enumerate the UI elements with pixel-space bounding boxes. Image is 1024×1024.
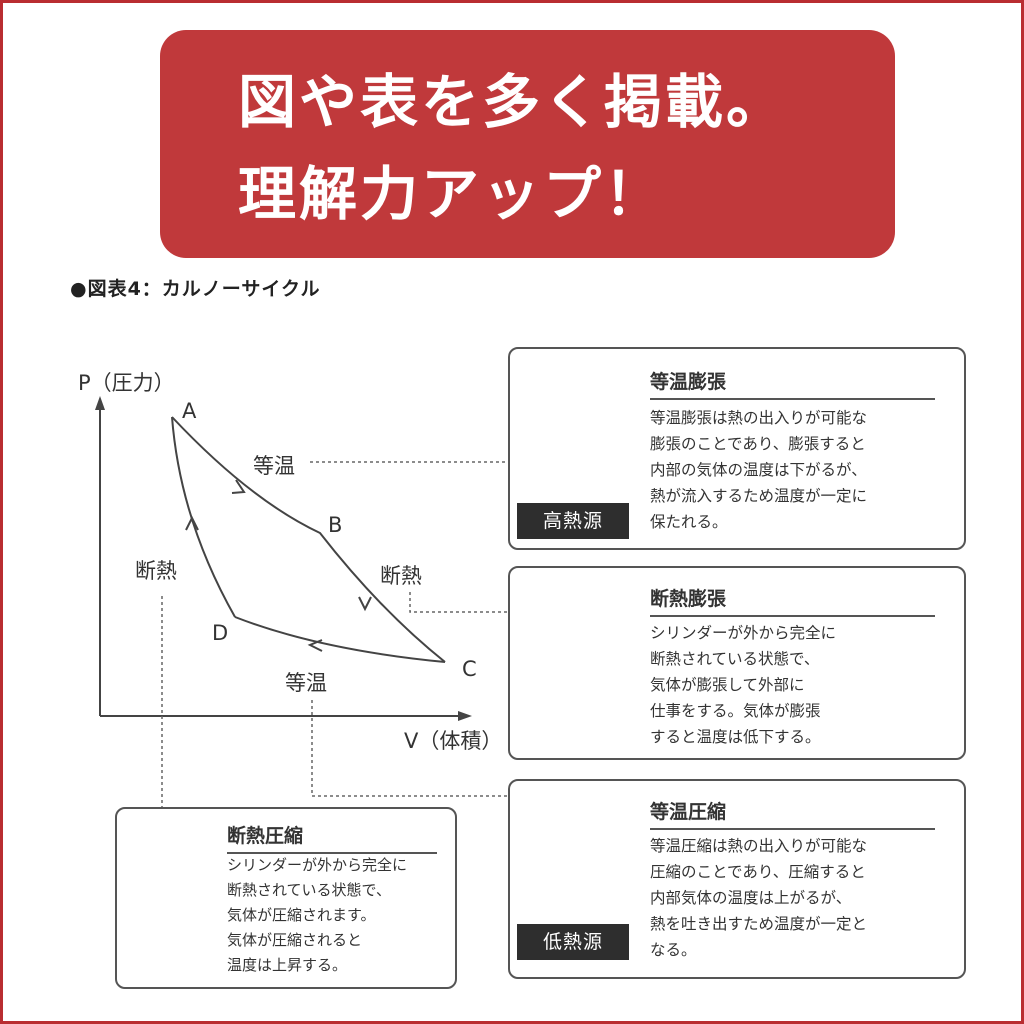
headline-line-1: 図や表を多く掲載。: [238, 68, 788, 136]
y-axis-label: P（圧力）: [78, 371, 175, 395]
headline-banner: 図や表を多く掲載。 理解力アップ！: [160, 30, 895, 258]
point-b-label: B: [328, 513, 342, 537]
edge-bc-label: 断熱: [380, 564, 422, 588]
curve-adiabatic-compression-da: [171, 416, 236, 618]
curve-isothermal-compression-cd: [234, 616, 446, 663]
description-line: シリンダーが外から完全に: [650, 624, 837, 642]
low-heat-source: 低熱源: [517, 924, 629, 960]
description-line: 気体が圧縮されると: [227, 931, 363, 949]
description-line: 熱を吐き出すため温度が一定と: [650, 915, 868, 933]
x-axis: [100, 711, 472, 721]
edge-da-label: 断熱: [135, 559, 177, 583]
point-d-label: D: [212, 621, 228, 645]
arrow-bc-icon: [358, 596, 372, 612]
arrow-ab-icon: [231, 479, 246, 494]
description-line: シリンダーが外から完全に: [227, 856, 408, 874]
box-title: 断熱圧縮: [227, 821, 437, 854]
description-line: 圧縮のことであり、圧縮すると: [650, 863, 866, 881]
description-line: 膨張のことであり、膨張すると: [650, 435, 866, 453]
description-line: 断熱されている状態で、: [227, 881, 391, 899]
box-description: 等温圧縮は熱の出入りが可能な 圧縮のことであり、圧縮すると 内部気体の温度は上が…: [650, 833, 867, 963]
description-line: 気体が圧縮されます。: [227, 906, 376, 924]
point-a-label: A: [182, 399, 197, 423]
description-line: 保たれる。: [650, 513, 728, 531]
box-adiabatic-compression: 断熱圧縮 シリンダーが外から完全に 断熱されている状態で、 気体が圧縮されます。…: [115, 807, 457, 989]
description-line: すると温度は低下する。: [650, 728, 821, 746]
edge-cd-label: 等温: [285, 671, 327, 695]
leader-bc: [409, 592, 512, 613]
box-description: シリンダーが外から完全に 断熱されている状態で、 気体が膨張して外部に 仕事をす…: [650, 620, 836, 750]
box-title: 等温膨張: [650, 367, 935, 400]
box-adiabatic-expansion: 断熱膨張 シリンダーが外から完全に 断熱されている状態で、 気体が膨張して外部に…: [508, 566, 966, 760]
description-line: 断熱されている状態で、: [650, 650, 820, 668]
arrow-cd-icon: [307, 639, 323, 652]
leader-cd: [311, 700, 512, 797]
description-line: 気体が膨張して外部に: [650, 676, 805, 694]
description-line: 熱が流入するため温度が一定に: [650, 487, 868, 505]
box-title: 等温圧縮: [650, 797, 935, 830]
figure-caption: ●図表4：カルノーサイクル: [70, 278, 321, 300]
box-description: 等温膨張は熱の出入りが可能な 膨張のことであり、膨張すると 内部の気体の温度は下…: [650, 405, 867, 535]
headline-line-2: 理解力アップ！: [238, 160, 666, 228]
point-c-label: C: [462, 657, 477, 681]
x-axis-label: V（体積）: [404, 729, 502, 753]
description-line: 内部気体の温度は上がるが、: [650, 889, 852, 907]
description-line: なる。: [650, 941, 697, 959]
description-line: 等温膨張は熱の出入りが可能な: [650, 409, 868, 427]
box-title: 断熱膨張: [650, 584, 935, 617]
high-heat-source: 高熱源: [517, 503, 629, 539]
description-line: 仕事をする。気体が膨張: [650, 702, 821, 720]
arrow-da-icon: [185, 515, 199, 531]
curve-isothermal-expansion-ab-bc: [171, 416, 446, 663]
box-isothermal-compression: 等温圧縮 等温圧縮は熱の出入りが可能な 圧縮のことであり、圧縮すると 内部気体の…: [508, 779, 966, 979]
edge-ab-label: 等温: [253, 454, 295, 478]
description-line: 等温圧縮は熱の出入りが可能な: [650, 837, 868, 855]
description-line: 温度は上昇する。: [227, 956, 348, 974]
box-description: シリンダーが外から完全に 断熱されている状態で、 気体が圧縮されます。 気体が圧…: [227, 853, 407, 978]
description-line: 内部の気体の温度は下がるが、: [650, 461, 867, 479]
y-axis: [95, 396, 105, 716]
